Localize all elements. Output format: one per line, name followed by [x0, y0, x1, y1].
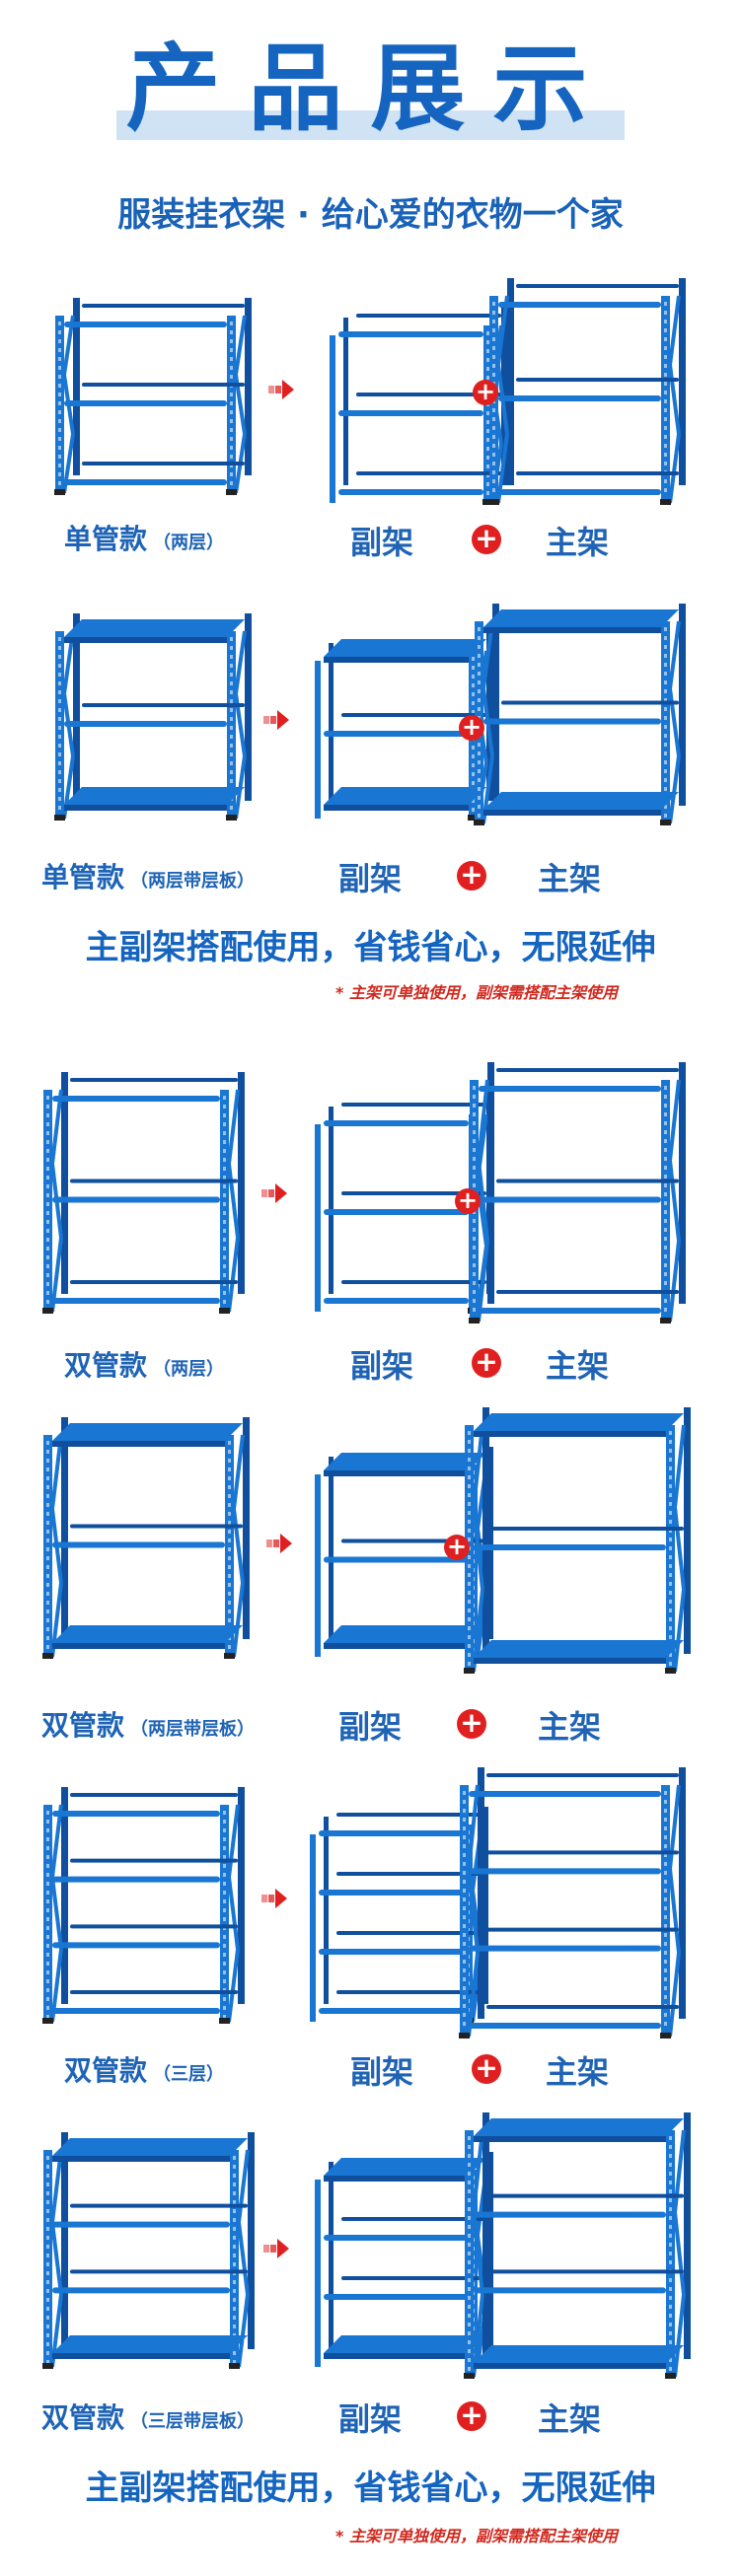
section-2-name: 单管款	[41, 861, 125, 894]
main-rack-label: 主架	[538, 1708, 602, 1746]
sub-rack-label: 副架	[350, 524, 414, 561]
sub-rack-label: 副架	[338, 1708, 403, 1746]
rack-image-sub-double-two-tier-shelf	[315, 1447, 493, 1659]
section-6-note: （三层带层板）	[130, 2411, 256, 2432]
section-1-label: 单管款（两层）	[64, 518, 224, 557]
slogan-2: 主副架搭配使用，省钱省心，无限延伸	[85, 2469, 656, 2508]
section-5-name: 双管款	[64, 2054, 148, 2087]
rack-image-main-double-three-tier	[459, 1767, 686, 2039]
main-rack-label: 主架	[546, 2053, 610, 2091]
section-2-note: （两层带层板）	[130, 871, 256, 892]
section-4-name: 双管款	[41, 1709, 125, 1742]
plus-icon: +	[444, 1535, 470, 1560]
arrow-icon	[263, 710, 289, 730]
main-rack-label: 主架	[538, 2400, 602, 2438]
section-3-note: （两层）	[153, 1359, 225, 1380]
plus-icon: +	[472, 2054, 501, 2084]
arrow-icon	[266, 1534, 292, 1553]
plus-icon: +	[455, 1188, 481, 1214]
rack-image-double-three-tier-shelf	[42, 2132, 255, 2369]
section-1-name: 单管款	[64, 523, 148, 555]
sub-rack-label: 副架	[338, 860, 403, 897]
page-subtitle: 服装挂衣架 · 给心爱的衣物一个家	[117, 195, 624, 235]
rack-image-double-two-tier-shelf	[42, 1417, 250, 1659]
page-title: 产品展示	[125, 34, 616, 144]
section-3-label: 双管款（两层）	[64, 1344, 224, 1384]
slogan-1: 主副架搭配使用，省钱省心，无限延伸	[85, 928, 656, 967]
rack-image-main-double-two-tier	[469, 1062, 686, 1324]
sub-rack-label: 副架	[350, 2053, 414, 2091]
section-5-note: （三层）	[153, 2064, 225, 2085]
arrow-icon	[263, 2239, 289, 2258]
sub-rack-label: 副架	[338, 2400, 403, 2438]
plus-icon: +	[459, 715, 484, 741]
section-6-label: 双管款（三层带层板）	[41, 2397, 255, 2436]
rack-image-main-single-two-tier	[488, 278, 686, 505]
rack-image-main-double-two-tier-shelf	[464, 1407, 691, 1674]
section-4-label: 双管款（两层带层板）	[41, 1704, 255, 1744]
section-1-note: （两层）	[153, 533, 225, 553]
section-4-note: （两层带层板）	[130, 1719, 256, 1740]
plus-icon: +	[473, 380, 498, 405]
arrow-icon	[261, 1889, 287, 1908]
plus-icon: +	[472, 525, 501, 554]
title-highlight-band	[116, 110, 625, 140]
plus-icon: +	[457, 1709, 486, 1739]
section-2-label: 单管款（两层带层板）	[41, 856, 255, 895]
sub-rack-label: 副架	[350, 1347, 414, 1385]
rack-image-single-two-tier-shelf	[54, 613, 252, 821]
rack-image-double-two-tier	[42, 1072, 245, 1314]
usage-note-1: * 主架可单独使用，副架需搭配主架使用	[335, 983, 618, 1002]
plus-icon: +	[457, 2401, 486, 2431]
plus-icon: +	[457, 861, 486, 891]
rack-image-double-three-tier	[42, 1787, 245, 2024]
section-6-name: 双管款	[41, 2401, 125, 2434]
main-rack-label: 主架	[538, 860, 602, 897]
arrow-icon	[261, 1183, 287, 1203]
rack-image-single-two-tier	[54, 298, 252, 495]
rack-image-main-double-three-tier-shelf	[464, 2112, 691, 2379]
arrow-icon	[268, 380, 294, 399]
section-5-label: 双管款（三层）	[64, 2049, 224, 2089]
main-rack-label: 主架	[546, 1347, 610, 1385]
main-rack-label: 主架	[546, 524, 610, 561]
section-3-name: 双管款	[64, 1349, 148, 1382]
plus-icon: +	[472, 1348, 501, 1378]
usage-note-2: * 主架可单独使用，副架需搭配主架使用	[335, 2527, 618, 2545]
rack-image-main-single-two-tier-shelf	[474, 604, 686, 825]
